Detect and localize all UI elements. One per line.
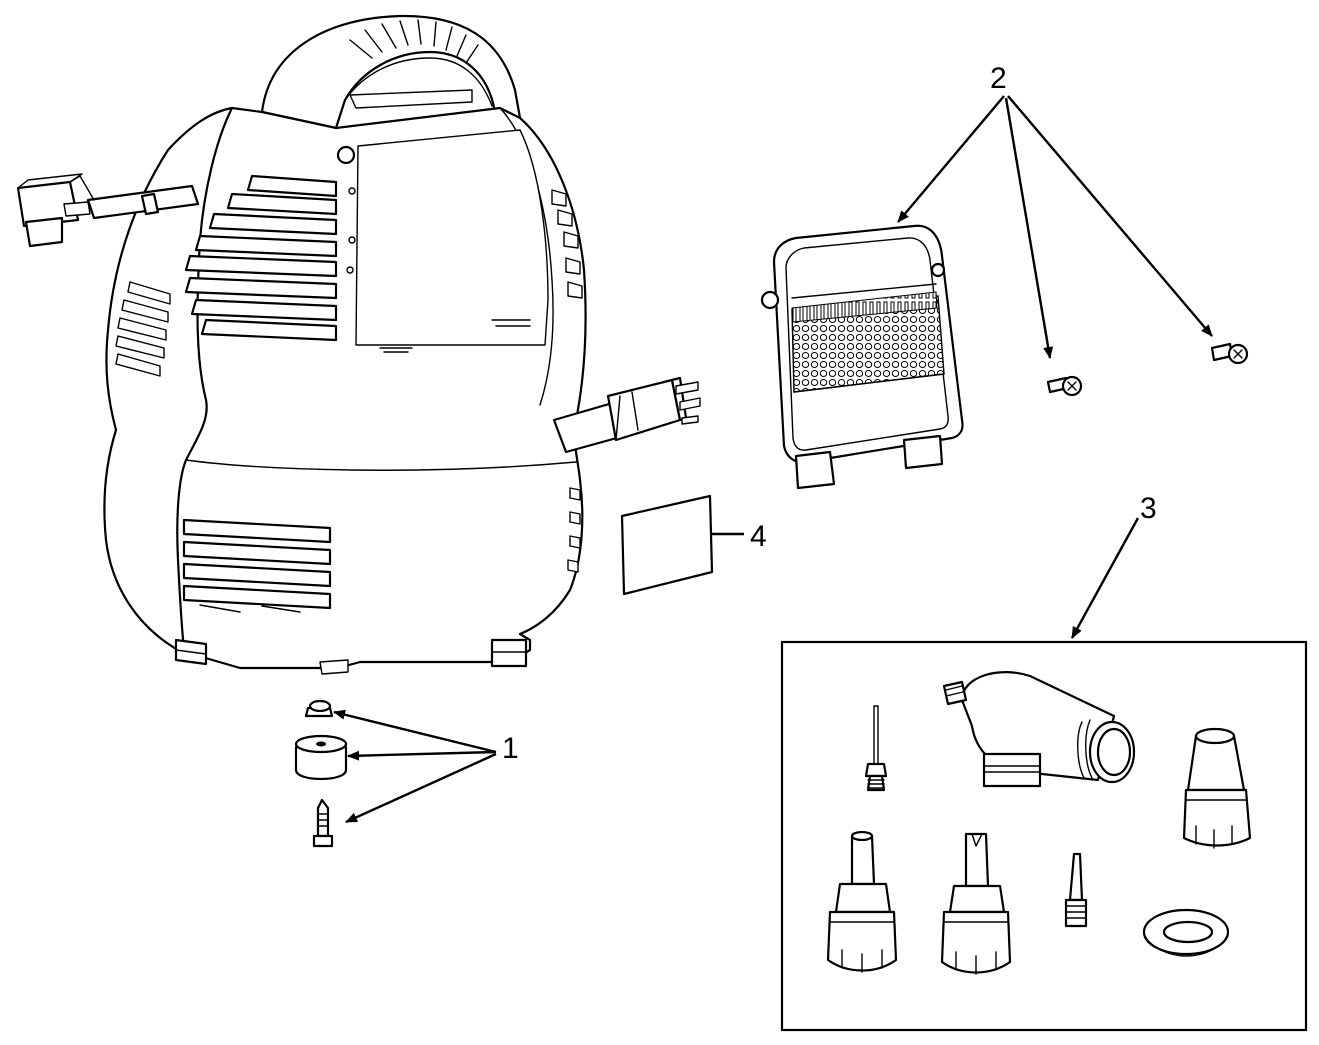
callout-2: 2 (990, 62, 1007, 95)
callout-3: 3 (1140, 492, 1157, 525)
long-nozzle-left (826, 830, 898, 973)
tapered-nozzle-right (1182, 727, 1252, 849)
compressor-body (16, 14, 701, 675)
foot-screw (316, 798, 330, 838)
rubber-foot-parts (294, 699, 348, 848)
air-hose-chuck (16, 173, 200, 248)
cover-screws (1046, 342, 1249, 397)
leader-lines (333, 95, 1213, 824)
rubber-washer (1142, 908, 1230, 957)
lower-vent-slots (182, 518, 332, 613)
front-foot-right (490, 638, 528, 668)
side-vent-slots (115, 281, 171, 377)
upper-vent-slots (184, 174, 338, 342)
carry-handle (260, 14, 522, 130)
inflation-needle (864, 705, 888, 792)
label-card (620, 494, 714, 596)
accessory-kit-box (780, 640, 1308, 1032)
filter-cover-assembly (760, 224, 964, 490)
small-valve-stem (1064, 852, 1088, 928)
callout-1: 1 (502, 732, 519, 765)
callout-4: 4 (750, 520, 767, 553)
side-buttons (551, 189, 583, 573)
inflator-chuck-tee (942, 671, 1136, 788)
split-nozzle (940, 832, 1012, 975)
power-cord-plug (552, 376, 701, 454)
